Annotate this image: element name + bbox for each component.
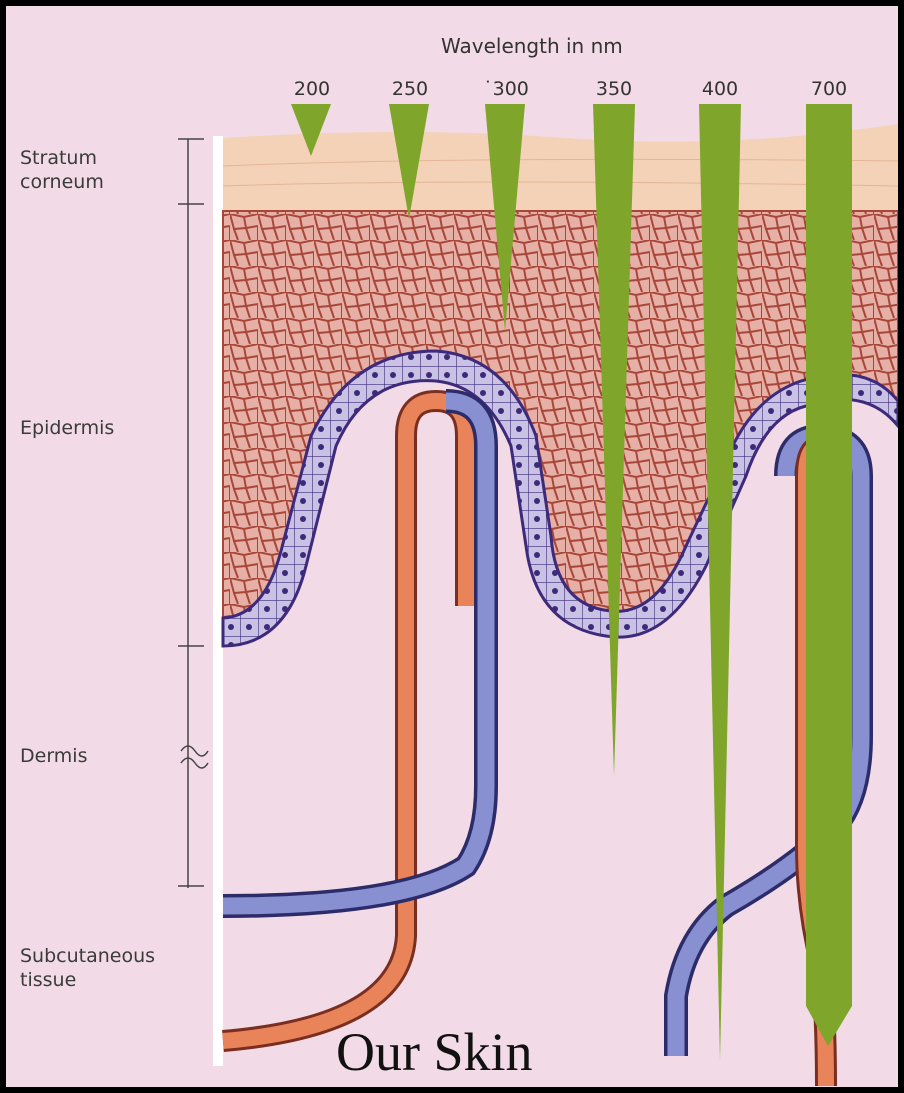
label-stratum-corneum: Stratum corneum — [20, 146, 104, 194]
wavelength-label-700: 700 — [799, 78, 859, 100]
wavelength-label-300: ˙300 — [476, 78, 536, 100]
wavelength-label-400: 400 — [690, 78, 750, 100]
skin-illustration — [6, 6, 898, 1087]
label-subcutaneous-tissue: Subcutaneous tissue — [20, 944, 155, 992]
label-epidermis: Epidermis — [20, 416, 114, 440]
wedge-700 — [806, 104, 852, 1046]
scale-bracket — [178, 139, 208, 888]
skin-diagram: Wavelength in nm 200 250 ˙300 350 400 70… — [6, 6, 898, 1087]
wavelength-label-350: 350 — [584, 78, 644, 100]
scale-strip — [213, 136, 223, 1066]
label-dermis: Dermis — [20, 744, 87, 768]
stratum-corneum-layer — [223, 124, 898, 211]
caption: Our Skin — [336, 1021, 533, 1083]
wavelength-label-200: 200 — [282, 78, 342, 100]
wavelength-label-250: 250 — [380, 78, 440, 100]
axis-title: Wavelength in nm — [441, 34, 623, 58]
